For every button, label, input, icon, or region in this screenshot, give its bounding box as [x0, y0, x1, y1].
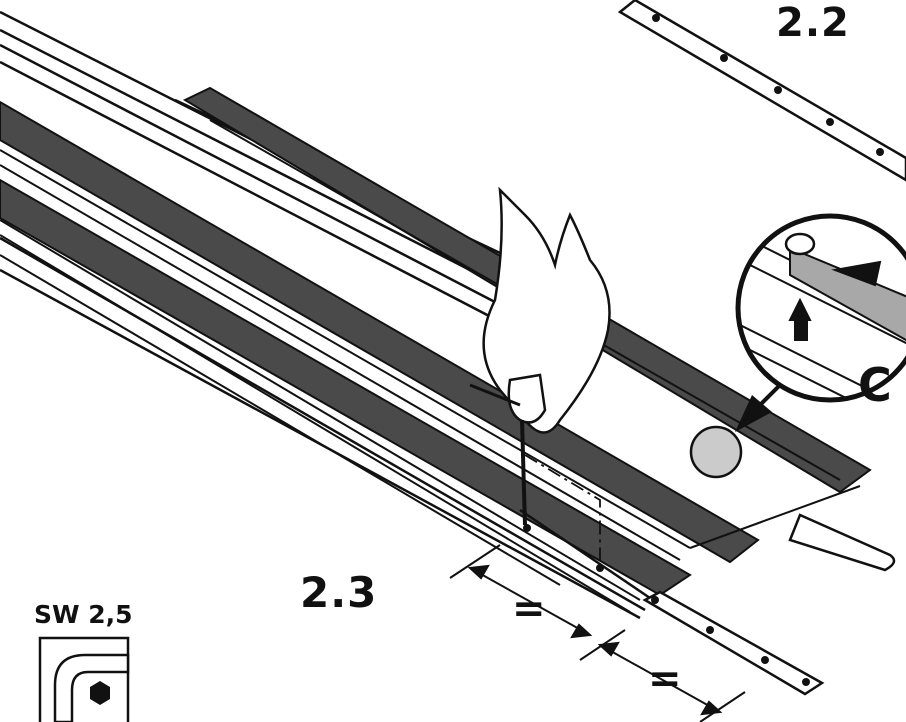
dimension-line-right	[579, 629, 746, 722]
equal-mark-right: =	[648, 656, 682, 702]
alignment-guide	[524, 454, 601, 565]
equal-mark-left: =	[512, 586, 546, 632]
front-rail-edge	[0, 236, 651, 620]
connector-bar-lower	[642, 590, 825, 696]
zoom-detail-circle	[735, 213, 906, 403]
rubber-strip-end	[788, 513, 896, 572]
hex-key-icon	[38, 636, 130, 722]
dimension-line-left	[449, 544, 593, 639]
hand-holding-hex-key-icon	[469, 186, 611, 526]
detail-marker	[689, 425, 743, 479]
step-label-2-2: 2.2	[776, 0, 850, 46]
step-label-2-3: 2.3	[300, 568, 378, 617]
tool-size-label: SW 2,5	[34, 600, 133, 629]
detail-label-c: C	[858, 358, 892, 412]
connector-bar-upper	[617, 0, 906, 182]
